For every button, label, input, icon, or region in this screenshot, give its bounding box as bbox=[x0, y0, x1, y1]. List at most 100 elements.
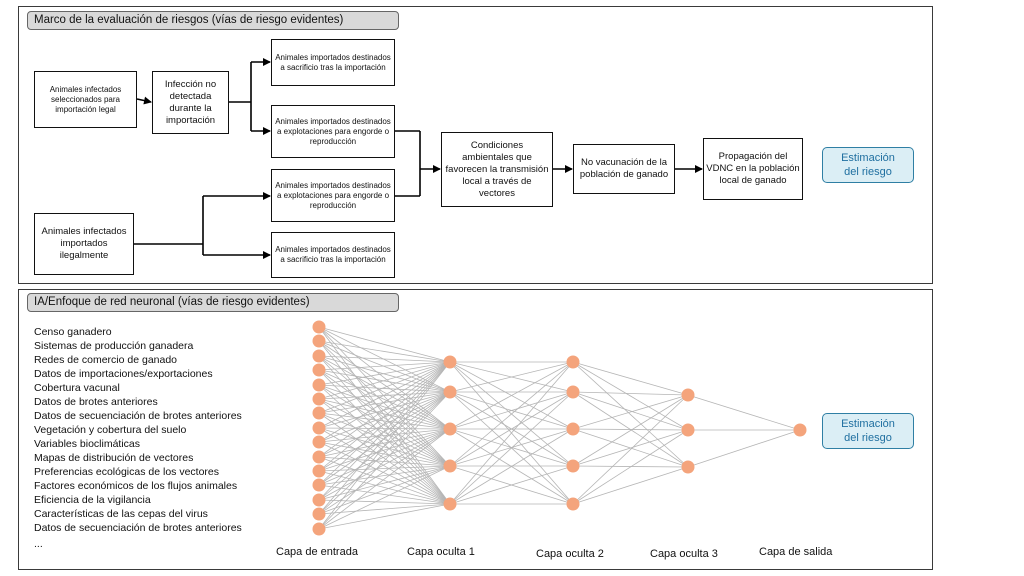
nn-edge bbox=[318, 340, 451, 393]
nn-edge bbox=[318, 340, 451, 363]
hidden2-node bbox=[566, 422, 580, 436]
nn-edge bbox=[318, 398, 451, 505]
nn-edge bbox=[318, 369, 451, 393]
nn-edge bbox=[318, 427, 451, 505]
nn-edge bbox=[572, 466, 689, 505]
layer-label-input: Capa de entrada bbox=[276, 546, 358, 558]
nn-edge bbox=[318, 361, 451, 530]
layer-label-hidden-2: Capa oculta 2 bbox=[536, 548, 604, 560]
nn-edge bbox=[318, 355, 451, 505]
nn-edge bbox=[572, 361, 689, 468]
neural-network-panel bbox=[18, 289, 933, 570]
feature-item: Características de las cepas del virus bbox=[34, 508, 208, 520]
nn-edge bbox=[318, 355, 451, 363]
nn-edge bbox=[318, 398, 451, 467]
layer-label-hidden-1: Capa oculta 1 bbox=[407, 546, 475, 558]
hidden2-node bbox=[566, 497, 580, 511]
nn-edge bbox=[449, 361, 574, 430]
nn-edge bbox=[572, 394, 689, 505]
nn-edge bbox=[318, 384, 451, 393]
nn-edge bbox=[449, 391, 574, 505]
nn-edge bbox=[318, 361, 451, 443]
nn-edge bbox=[318, 412, 451, 430]
undetected-infection-box: Infección no detectada durante la import… bbox=[152, 71, 229, 134]
feature-item: Redes de comercio de ganado bbox=[34, 354, 178, 366]
feature-item: Datos de brotes anteriores bbox=[34, 396, 158, 408]
feature-item: Variables bioclimáticas bbox=[34, 438, 141, 450]
feature-item: Datos de importaciones/exportaciones bbox=[34, 368, 213, 380]
nn-edge bbox=[687, 394, 801, 431]
hidden1-node bbox=[443, 355, 457, 369]
hidden3-node bbox=[681, 423, 695, 437]
nn-edge bbox=[318, 361, 451, 414]
nn-edge bbox=[318, 361, 451, 486]
input-node bbox=[312, 478, 326, 492]
nn-edge bbox=[318, 456, 451, 467]
hidden1-node bbox=[443, 385, 457, 399]
hidden1-node bbox=[443, 459, 457, 473]
nn-edge bbox=[318, 361, 451, 400]
risk-estimate-bottom: Estimación del riesgo bbox=[822, 413, 914, 449]
nn-edge bbox=[449, 428, 574, 505]
risk-framework-title: Marco de la evaluación de riesgos (vías … bbox=[27, 11, 399, 30]
input-node bbox=[312, 334, 326, 348]
input-node bbox=[312, 406, 326, 420]
neural-network-title: IA/Enfoque de red neuronal (vías de ries… bbox=[27, 293, 399, 312]
hidden3-node bbox=[681, 460, 695, 474]
hidden2-node bbox=[566, 459, 580, 473]
nn-edge bbox=[318, 326, 451, 505]
feature-item: ... bbox=[34, 538, 43, 550]
legal-slaughter-box: Animales importados destinados a sacrifi… bbox=[271, 39, 395, 86]
nn-edge bbox=[318, 361, 451, 371]
nn-edge bbox=[318, 391, 451, 515]
hidden2-node bbox=[566, 355, 580, 369]
nn-edge bbox=[318, 427, 451, 467]
hidden1-node bbox=[443, 422, 457, 436]
feature-item: Cobertura vacunal bbox=[34, 382, 120, 394]
nn-edge bbox=[318, 361, 451, 515]
legal-infected-animals-box: Animales infectados seleccionados para i… bbox=[34, 71, 137, 128]
nn-edge bbox=[318, 428, 451, 486]
hidden2-node bbox=[566, 385, 580, 399]
nn-edge bbox=[318, 391, 451, 458]
input-node bbox=[312, 378, 326, 392]
nn-edge bbox=[318, 326, 451, 393]
risk-framework-panel bbox=[18, 6, 933, 284]
nn-edge bbox=[318, 391, 451, 429]
nn-edge bbox=[318, 361, 451, 501]
hidden1-node bbox=[443, 497, 457, 511]
nn-edge bbox=[318, 355, 451, 430]
feature-item: Vegetación y cobertura del suelo bbox=[34, 424, 187, 436]
feature-item: Datos de secuenciación de brotes anterio… bbox=[34, 410, 242, 422]
nn-edge bbox=[572, 429, 689, 467]
illegal-infected-animals-box: Animales infectados importados ilegalmen… bbox=[34, 213, 134, 275]
feature-item: Censo ganadero bbox=[34, 326, 112, 338]
nn-edge bbox=[318, 384, 451, 430]
feature-item: Mapas de distribución de vectores bbox=[34, 452, 194, 464]
illegal-slaughter-box: Animales importados destinados a sacrifi… bbox=[271, 232, 395, 278]
nn-edge bbox=[572, 391, 689, 396]
nn-edge bbox=[318, 361, 451, 472]
nn-edge bbox=[318, 465, 451, 501]
nn-edge bbox=[572, 465, 689, 468]
nn-edge bbox=[572, 429, 689, 505]
nn-edge bbox=[318, 361, 451, 458]
nn-edge bbox=[318, 428, 451, 530]
environmental-conditions-box: Condiciones ambientales que favorecen la… bbox=[441, 132, 553, 207]
hidden3-node bbox=[681, 388, 695, 402]
nn-edge bbox=[318, 465, 451, 472]
nn-edge bbox=[318, 398, 451, 430]
risk-estimate-top: Estimación del riesgo bbox=[822, 147, 914, 183]
nn-edge bbox=[449, 361, 574, 505]
nn-edge bbox=[318, 428, 451, 443]
feature-item: Eficiencia de la vigilancia bbox=[34, 494, 151, 506]
input-node bbox=[312, 320, 326, 334]
no-vaccination-box: No vacunación de la población de ganado bbox=[573, 144, 675, 194]
nn-edge bbox=[318, 355, 451, 467]
legal-farms-box: Animales importados destinados a explota… bbox=[271, 105, 395, 158]
nn-edge bbox=[318, 503, 451, 530]
layer-label-output: Capa de salida bbox=[759, 546, 833, 558]
nn-edge bbox=[318, 427, 451, 430]
